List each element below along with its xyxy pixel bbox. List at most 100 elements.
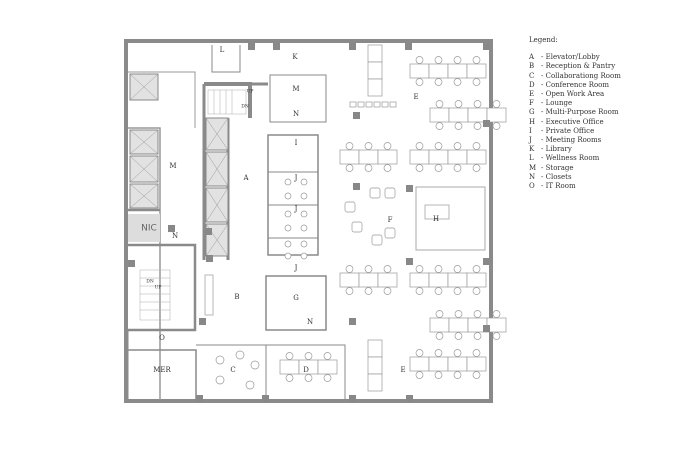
nic-room	[128, 214, 160, 242]
column	[483, 120, 490, 127]
chair	[304, 374, 313, 382]
chair	[434, 56, 443, 64]
desk	[466, 356, 487, 372]
legend-key: M	[529, 163, 537, 172]
chair	[453, 78, 462, 86]
legend-label: Storage	[545, 163, 574, 172]
column	[205, 228, 212, 235]
desk	[428, 356, 449, 372]
desk	[367, 61, 383, 80]
legend-label: Multi-Purpose Room	[545, 108, 619, 117]
chair	[435, 310, 444, 318]
chair	[364, 287, 373, 295]
counter	[204, 274, 214, 316]
room-label-b: B	[234, 293, 239, 301]
desk	[466, 272, 487, 288]
chair	[415, 142, 424, 150]
room-label-h: H	[433, 215, 439, 223]
stool	[245, 380, 255, 390]
chair	[383, 287, 392, 295]
legend-label: Closets	[545, 172, 572, 181]
room-label-o: O	[159, 334, 165, 342]
legend-key: C	[529, 71, 535, 80]
column	[405, 43, 412, 50]
elevator-cross	[129, 155, 159, 183]
column	[168, 225, 175, 232]
chair	[364, 265, 373, 273]
chair	[453, 371, 462, 379]
column	[349, 395, 356, 402]
desk	[428, 149, 449, 165]
elevator-cross	[129, 183, 159, 209]
chair	[473, 122, 482, 130]
legend-label: Meeting Rooms	[545, 136, 602, 145]
chair	[284, 252, 292, 260]
desk	[317, 359, 338, 375]
chair	[473, 100, 482, 108]
chair	[492, 122, 501, 130]
room-label-j: J	[294, 205, 298, 213]
legend-title: Legend:	[529, 36, 558, 44]
chair	[435, 122, 444, 130]
chair	[434, 142, 443, 150]
chair	[383, 164, 392, 172]
stair-down-label: DN	[241, 104, 249, 110]
chair	[383, 142, 392, 150]
column	[406, 258, 413, 265]
chair	[435, 332, 444, 340]
legend-item: L- Wellness Room	[529, 154, 621, 163]
legend-key: G	[529, 108, 535, 117]
stool	[235, 350, 245, 360]
stair-2	[139, 269, 171, 321]
legend-separator: -	[541, 136, 546, 145]
legend-separator: -	[541, 90, 546, 99]
chair	[472, 56, 481, 64]
chair	[435, 100, 444, 108]
stool	[250, 360, 260, 370]
desk	[367, 356, 383, 375]
column	[483, 43, 490, 50]
desk	[409, 272, 430, 288]
stair-1	[207, 89, 247, 115]
legend-separator: -	[541, 117, 546, 126]
column	[349, 43, 356, 50]
chair	[434, 349, 443, 357]
legend-item: J- Meeting Rooms	[529, 136, 621, 145]
chair	[472, 349, 481, 357]
chair	[300, 178, 308, 186]
legend-separator: -	[541, 80, 546, 89]
chair	[364, 164, 373, 172]
elevator-cross	[205, 223, 229, 257]
room-label-m: M	[169, 162, 176, 170]
column	[483, 258, 490, 265]
desk	[429, 317, 450, 333]
room-label-n: N	[172, 232, 178, 240]
legend-separator: -	[541, 126, 546, 135]
legend-key: E	[529, 90, 535, 99]
column	[406, 395, 413, 402]
legend-separator: -	[541, 172, 546, 181]
chair	[453, 56, 462, 64]
chair	[284, 240, 292, 248]
desk	[367, 44, 383, 63]
desk	[367, 339, 383, 358]
legend-label: Wellness Room	[545, 154, 600, 163]
chair	[454, 122, 463, 130]
legend-item: D- Conference Room	[529, 81, 621, 90]
legend-item: A- Elevator/Lobby	[529, 53, 621, 62]
column	[483, 325, 490, 332]
elevator-cross	[205, 117, 229, 151]
column	[196, 395, 203, 402]
chair	[492, 332, 501, 340]
chair	[345, 164, 354, 172]
chair	[492, 310, 501, 318]
chair	[415, 265, 424, 273]
legend-item: I- Private Office	[529, 127, 621, 136]
lounge-chair	[369, 187, 381, 199]
desk	[377, 272, 398, 288]
lounge-chair	[384, 187, 396, 199]
legend-item: H- Executive Office	[529, 118, 621, 127]
legend-key: J	[529, 136, 532, 145]
